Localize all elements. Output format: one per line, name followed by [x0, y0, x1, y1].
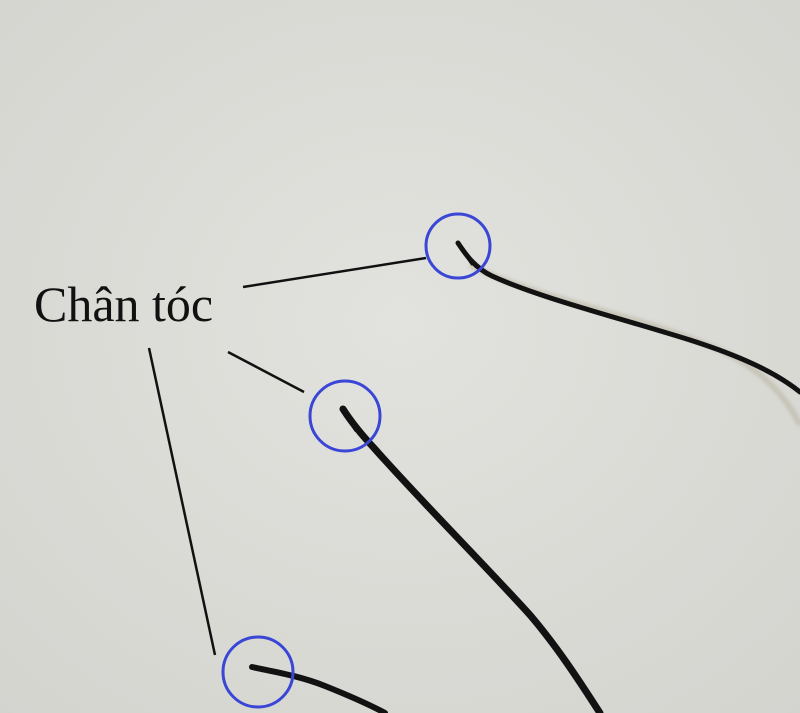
leader-line-middle — [227, 350, 305, 394]
hair-root-circle-middle — [308, 379, 382, 453]
hair-root-circle-top — [424, 212, 492, 280]
hair-root-circle-bottom — [221, 635, 295, 709]
leader-line-top — [242, 256, 427, 289]
hair-strand-middle — [339, 405, 604, 713]
leader-line-bottom — [147, 347, 217, 656]
hair-root-tip-top — [456, 241, 474, 266]
hair-root-tip-bottom — [250, 665, 274, 674]
hair-root-tip-middle — [341, 407, 358, 432]
hair-root-label: Chân tóc — [34, 276, 214, 332]
